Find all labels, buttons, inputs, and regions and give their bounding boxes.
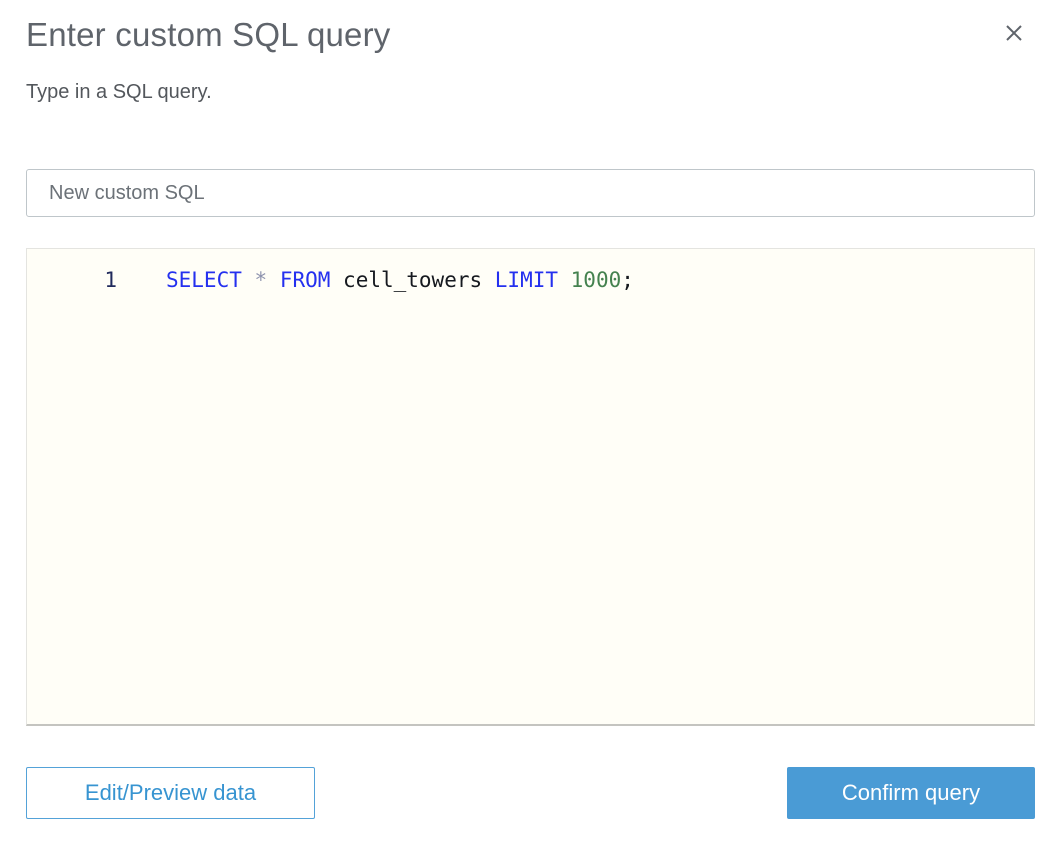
dialog-subtitle: Type in a SQL query. <box>26 81 212 103</box>
close-button[interactable] <box>1001 20 1027 46</box>
edit-preview-data-button[interactable]: Edit/Preview data <box>26 767 315 819</box>
confirm-query-button[interactable]: Confirm query <box>787 767 1035 819</box>
custom-sql-name-input[interactable] <box>26 169 1035 217</box>
code-line: 1 SELECT * FROM cell_towers LIMIT 1000; <box>27 265 1034 295</box>
close-icon <box>1004 23 1024 43</box>
line-number: 1 <box>104 268 117 292</box>
code-area: 1 SELECT * FROM cell_towers LIMIT 1000; <box>27 265 1034 295</box>
dialog-title: Enter custom SQL query <box>26 16 391 53</box>
dialog-footer: Edit/Preview data Confirm query <box>26 767 1035 819</box>
sql-code-editor[interactable]: 1 SELECT * FROM cell_towers LIMIT 1000; <box>26 248 1035 726</box>
code-text: SELECT * FROM cell_towers LIMIT 1000; <box>166 268 634 292</box>
